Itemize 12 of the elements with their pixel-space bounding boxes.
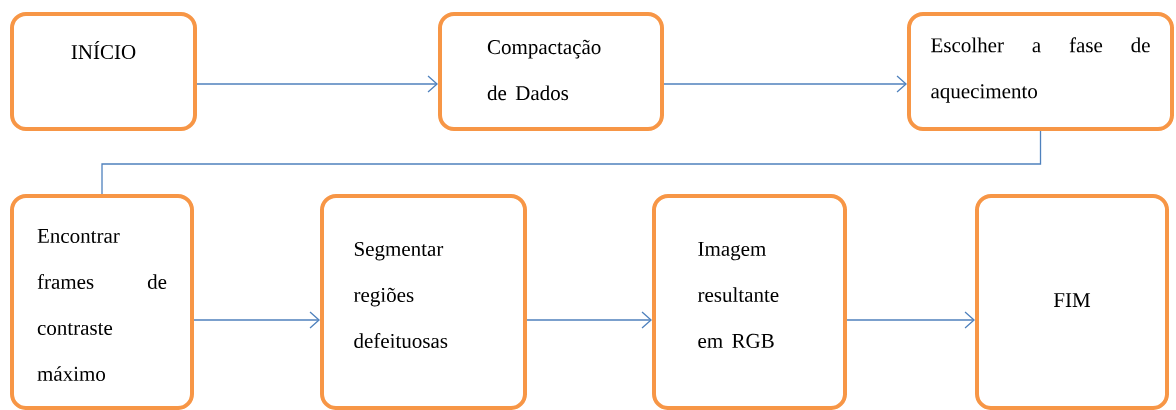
process-box: Compactação de Dados [438, 12, 664, 131]
process-box: Escolher a fase de aquecimento [907, 12, 1174, 131]
arrow [846, 311, 975, 329]
process-box: INÍCIO [10, 12, 197, 131]
process-box: Imagem resultante em RGB [652, 194, 847, 410]
arrow [663, 75, 907, 93]
process-box: Encontrar frames de contraste máximo [10, 194, 194, 410]
process-box: FIM [975, 194, 1169, 410]
arrow [526, 311, 652, 329]
arrow [193, 311, 320, 329]
arrow [196, 75, 438, 93]
process-box: Segmentar regiões defeituosas [320, 194, 527, 410]
